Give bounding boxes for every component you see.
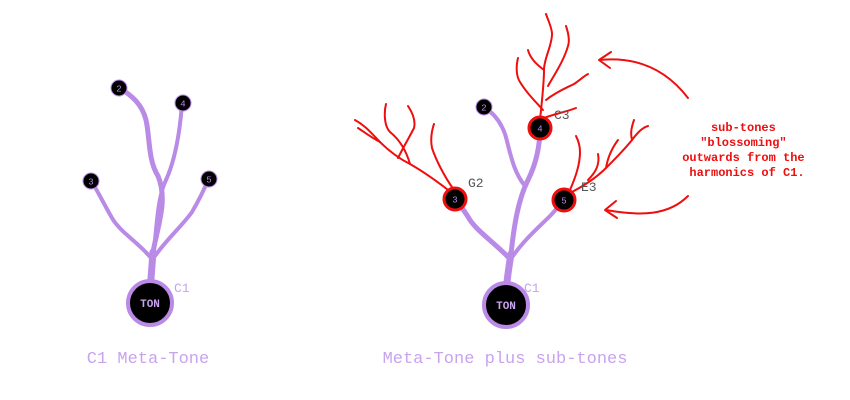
arrow-upper bbox=[599, 58, 689, 99]
subtone-branches bbox=[354, 13, 649, 195]
left-branch-3 bbox=[90, 180, 153, 260]
left-tree-branches bbox=[90, 85, 210, 296]
subtone-branch bbox=[539, 13, 553, 121]
right-root-node: TON bbox=[482, 281, 530, 329]
note-label-g2: G2 bbox=[468, 176, 484, 191]
node-circle bbox=[82, 172, 100, 190]
annotation-line: sub-tones bbox=[711, 121, 776, 135]
node-circle bbox=[551, 187, 577, 213]
left-harmonic-node-5: 5 bbox=[200, 170, 218, 188]
node-circle bbox=[110, 79, 128, 97]
right-caption: Meta-Tone plus sub-tones bbox=[383, 350, 628, 369]
subtone-branch bbox=[630, 119, 635, 141]
subtone-branch bbox=[545, 73, 589, 101]
harmonic-number: 2 bbox=[481, 104, 486, 114]
right-harmonic-node-3: 3 bbox=[442, 186, 468, 212]
annotation-line: outwards from the bbox=[682, 151, 804, 165]
subtone-branch bbox=[515, 57, 544, 111]
left-root-node: TON bbox=[126, 279, 174, 327]
harmonic-number: 5 bbox=[206, 176, 211, 186]
harmonic-number: 3 bbox=[452, 196, 457, 206]
node-circle bbox=[174, 94, 192, 112]
arrowhead-lower bbox=[604, 200, 618, 219]
annotation-text: sub-tones "blossoming" outwards from the… bbox=[682, 121, 812, 180]
right-harmonic-node-4: 4 bbox=[527, 115, 553, 141]
subtone-cluster-c3 bbox=[515, 13, 589, 121]
node-circle bbox=[200, 170, 218, 188]
subtone-branch bbox=[567, 125, 649, 195]
subtone-branch bbox=[357, 127, 381, 143]
harmonic-number: 4 bbox=[537, 125, 542, 135]
note-label-c3: C3 bbox=[554, 108, 570, 123]
subtone-branch bbox=[383, 103, 411, 165]
annotation: sub-tones "blossoming" outwards from the… bbox=[598, 51, 812, 219]
annotation-line: "blossoming" bbox=[700, 136, 786, 150]
harmonic-number: 2 bbox=[116, 85, 121, 95]
node-circle bbox=[442, 186, 468, 212]
subtone-cluster-e3 bbox=[567, 119, 649, 195]
left-harmonic-node-3: 3 bbox=[82, 172, 100, 190]
left-caption: C1 Meta-Tone bbox=[87, 350, 209, 369]
arrow-lower bbox=[605, 195, 689, 215]
subtone-branch bbox=[547, 25, 570, 87]
right-tree: 2 4 3 5 C3 G2 E3 TON C1 Meta-Tone plus s… bbox=[354, 13, 649, 369]
subtone-branch bbox=[397, 105, 416, 159]
root-label: TON bbox=[140, 299, 160, 311]
left-root-note: C1 bbox=[174, 281, 190, 296]
root-label: TON bbox=[496, 301, 516, 313]
node-circle bbox=[527, 115, 553, 141]
left-tree: 2 4 3 5 TON C1 C1 Meta-Tone bbox=[82, 79, 218, 369]
right-branch-2 bbox=[482, 105, 527, 188]
left-harmonic-node-2: 2 bbox=[110, 79, 128, 97]
subtone-cluster-g2 bbox=[354, 103, 455, 194]
root-circle bbox=[126, 279, 174, 327]
subtone-branch bbox=[605, 139, 619, 169]
left-branch-4 bbox=[152, 102, 184, 252]
right-branch-4 bbox=[508, 124, 543, 257]
left-branch-2 bbox=[117, 85, 165, 255]
annotation-line: harmonics of C1. bbox=[689, 166, 804, 180]
right-harmonic-node-5: 5 bbox=[551, 187, 577, 213]
left-harmonic-node-4: 4 bbox=[174, 94, 192, 112]
subtone-branch bbox=[543, 107, 577, 119]
right-harmonic-node-2: 2 bbox=[475, 98, 493, 116]
left-branch-5 bbox=[153, 178, 210, 258]
subtone-branch bbox=[587, 153, 600, 181]
root-circle bbox=[482, 281, 530, 329]
harmonic-number: 4 bbox=[180, 100, 185, 110]
subtone-branch bbox=[354, 119, 453, 194]
subtone-branch bbox=[569, 135, 581, 191]
subtone-branch bbox=[527, 49, 545, 71]
right-root-note: C1 bbox=[524, 281, 540, 296]
harmonic-number: 3 bbox=[88, 178, 93, 188]
harmonic-number: 5 bbox=[561, 197, 566, 207]
node-circle bbox=[475, 98, 493, 116]
note-label-e3: E3 bbox=[581, 180, 597, 195]
subtone-branch bbox=[430, 123, 455, 191]
arrowhead-upper bbox=[598, 51, 612, 69]
